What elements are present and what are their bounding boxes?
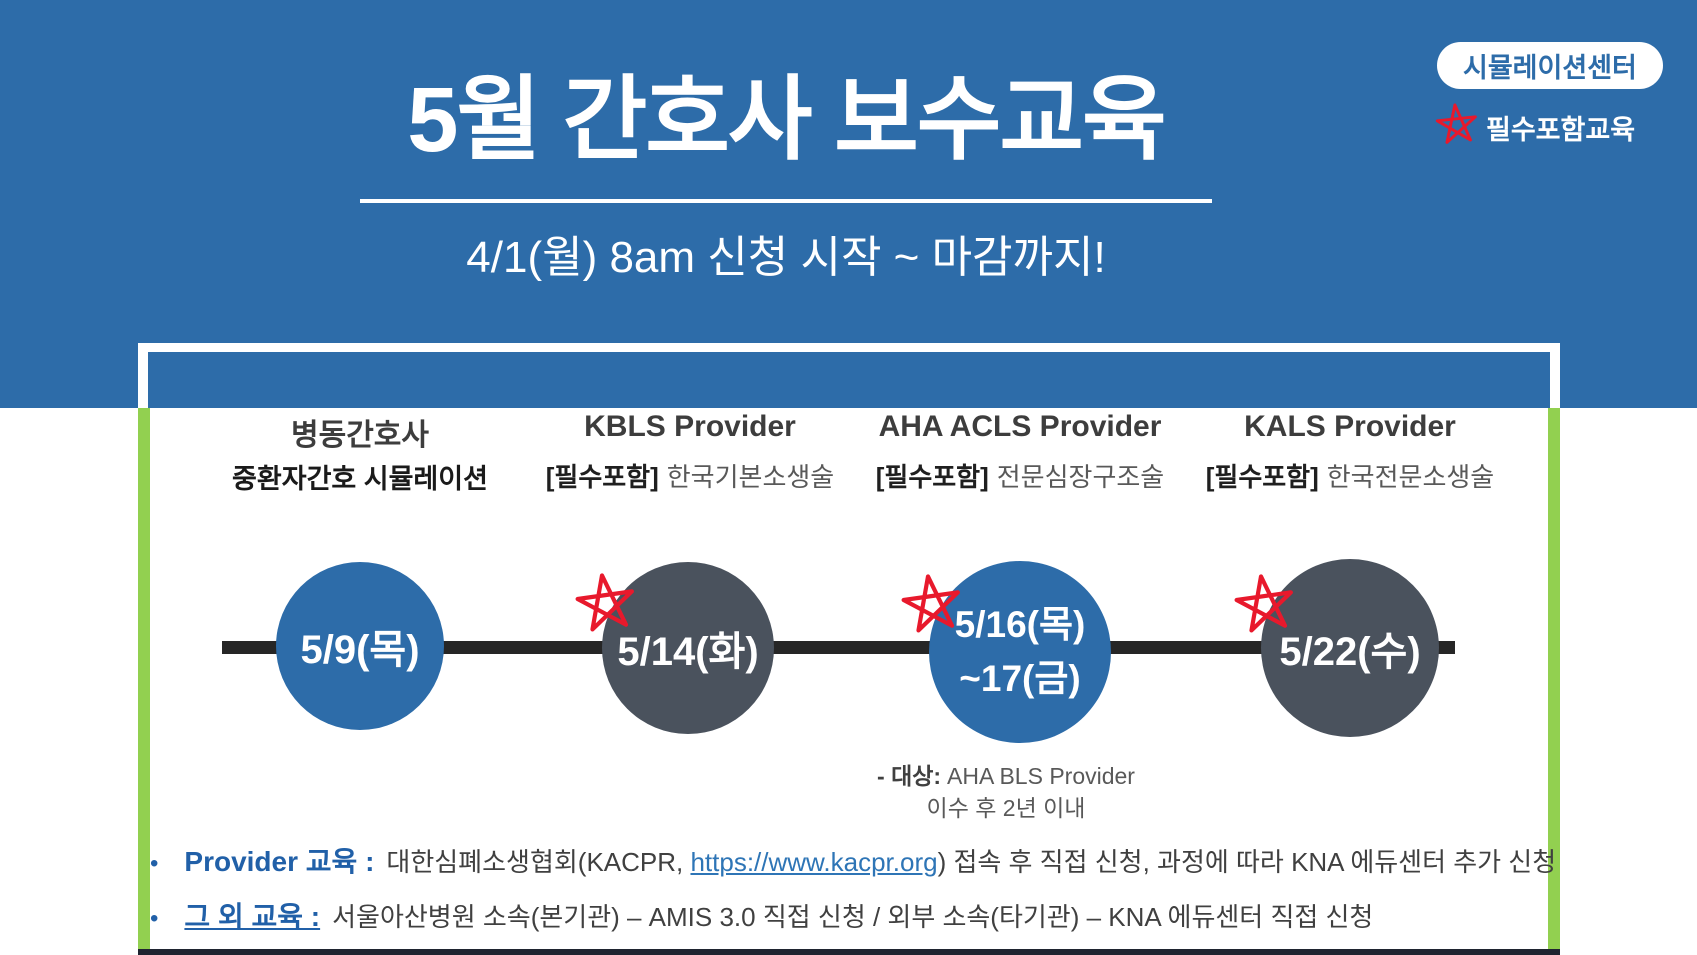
event-subtitle-text: 한국전문소생술 [1326, 462, 1495, 492]
timeline-node-5-22: 5/22(수) [1261, 559, 1439, 737]
timeline-node-5-14: 5/14(화) [602, 562, 774, 734]
simulation-center-badge: 시뮬레이션센터 [1437, 42, 1663, 89]
frame-border-left-green [138, 408, 150, 949]
frame-border-right-green [1548, 408, 1560, 949]
other-education-text: 서울아산병원 소속(본기관) – AMIS 3.0 직접 신청 / 외부 소속(… [332, 902, 1374, 932]
other-education-bullet: • 그 외 교육 : 서울아산병원 소속(본기관) – AMIS 3.0 직접 신청… [150, 895, 1550, 935]
frame-border-bottom [138, 949, 1560, 955]
provider-education-bullet: • Provider 교육 : 대한심폐소생협회(KACPR, https://ww… [150, 840, 1556, 880]
event-title-acls: AHA ACLS Provider [878, 410, 1162, 443]
note-line1: - 대상:AHA BLS Provider [826, 760, 1186, 792]
provider-education-text-after-link: ) 접속 후 직접 신청, 과정에 따라 KNA 에듀센터 추가 신청 [937, 847, 1557, 877]
note-line2: 이수 후 2년 이내 [926, 795, 1086, 822]
other-education-label: 그 외 교육 : [184, 901, 321, 932]
note-label: - 대상: [877, 763, 942, 789]
mandatory-star-icon [901, 574, 960, 633]
mandatory-star-icon [575, 573, 634, 632]
registration-instructions: • Provider 교육 : 대한심폐소생협회(KACPR, https://ww… [150, 840, 1556, 950]
frame-border-right-white [1550, 343, 1560, 409]
timeline-node-5-9: 5/9(목) [276, 562, 444, 730]
event-date: 5/14(화) [617, 630, 759, 674]
mandatory-star-icon [1435, 103, 1477, 144]
bullet-marker: • [150, 850, 159, 877]
event-title-kals: KALS Provider [1244, 410, 1456, 443]
provider-education-label: Provider 교육 : [184, 846, 375, 877]
mandatory-star-icon [1234, 574, 1293, 633]
frame-border-left-white [138, 343, 148, 409]
event-date-line2: ~17(금) [959, 658, 1081, 699]
title-underline [360, 199, 1212, 203]
kacpr-link[interactable]: https://www.kacpr.org [690, 847, 938, 877]
provider-education-text-before-link: 대한심폐소생협회(KACPR, [386, 847, 691, 877]
mandatory-tag: [필수포함] [545, 462, 659, 492]
event-date: 5/9(목) [300, 628, 420, 672]
event-title-kbls: KBLS Provider [584, 410, 796, 443]
note-text: AHA BLS Provider [947, 763, 1135, 789]
event-subtitle-text: 한국기본소생술 [666, 462, 835, 492]
acls-eligibility-note: - 대상:AHA BLS Provider 이수 후 2년 이내 [826, 760, 1186, 824]
event-subtitle-text: 전문심장구조술 [996, 462, 1165, 492]
event-subtitle-ward-nurse: 중환자간호 시뮬레이션 [232, 464, 488, 494]
event-date: 5/22(수) [1279, 630, 1421, 674]
frame-border-top [138, 343, 1560, 352]
timeline-axis [222, 641, 1455, 654]
registration-period-subtitle: 4/1(월) 8am 신청 시작 ~ 마감까지! [466, 233, 1106, 282]
page-title: 5월 간호사 보수교육 [407, 69, 1166, 171]
header-band [0, 0, 1697, 408]
event-title-ward-nurse: 병동간호사 [291, 419, 429, 452]
bullet-marker: • [150, 905, 159, 932]
event-date: 5/16(목) [954, 604, 1086, 646]
mandatory-legend-label: 필수포함교육 [1486, 115, 1636, 145]
event-subtitle-kals: [필수포함]한국전문소생술 [1160, 457, 1540, 494]
event-subtitle-acls: [필수포함]전문심장구조술 [830, 457, 1210, 494]
event-subtitle-kbls: [필수포함]한국기본소생술 [500, 457, 880, 494]
mandatory-tag: [필수포함] [875, 462, 989, 492]
mandatory-tag: [필수포함] [1205, 462, 1319, 492]
